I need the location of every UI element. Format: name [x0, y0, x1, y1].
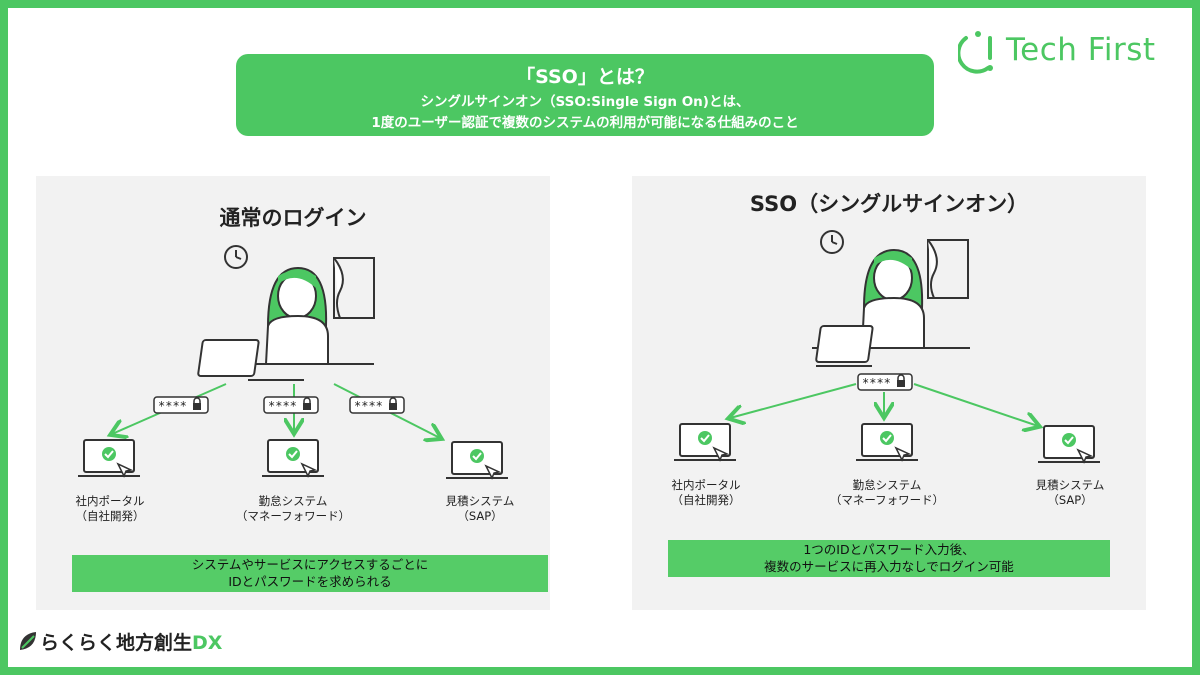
- svg-text:****: ****: [862, 376, 891, 390]
- window-icon: [333, 257, 375, 319]
- svg-text:****: ****: [158, 399, 187, 413]
- password-chip: ****: [857, 373, 913, 391]
- normal-login-note: システムやサービスにアクセスするごとに IDとパスワードを求められる: [72, 555, 548, 592]
- normal-login-title: 通常のログイン: [219, 206, 367, 230]
- svg-text:****: ****: [268, 399, 297, 413]
- tech-first-logo: Tech First: [956, 28, 1178, 76]
- clock-icon: [820, 230, 844, 254]
- leaf-icon: [20, 632, 36, 650]
- node-estimate-label: 見積システム（SAP）: [445, 494, 515, 523]
- system-laptop-icon: [674, 423, 736, 462]
- rakuraku-logo: らくらく地方創生DX: [18, 626, 258, 656]
- system-laptop-icon: [1038, 425, 1100, 464]
- node-portal-label: 社内ポータル（自社開発）: [671, 478, 741, 507]
- laptop-icon: [197, 339, 304, 381]
- node-estimate-label: 見積システム（SAP）: [1035, 478, 1105, 507]
- system-laptop-icon: [446, 441, 508, 480]
- banner-title: 「SSO」とは？: [516, 66, 654, 88]
- node-attendance-label: 勤怠システム（マネーフォワード）: [235, 494, 351, 523]
- password-chip: ****: [349, 396, 405, 414]
- clock-icon: [224, 245, 248, 269]
- banner-line-2: 1度のユーザー認証で複数のシステムの利用が可能になる仕組みのこと: [371, 115, 799, 131]
- password-chip: ****: [153, 396, 209, 414]
- normal-login-panel: 通常のログイン: [36, 176, 550, 610]
- system-laptop-icon: [856, 423, 918, 462]
- sso-panel: SSO（シングルサインオン） ***: [632, 176, 1146, 610]
- brand-name: Tech First: [1006, 32, 1156, 68]
- laptop-icon: [815, 325, 874, 367]
- node-portal-label: 社内ポータル（自社開発）: [75, 494, 145, 523]
- sso-note: 1つのIDとパスワード入力後、 複数のサービスに再入力なしでログイン可能: [668, 540, 1110, 577]
- system-laptop-icon: [78, 439, 140, 478]
- node-attendance-label: 勤怠システム（マネーフォワード）: [829, 478, 945, 507]
- logo-suffix: DX: [192, 632, 223, 654]
- system-laptop-icon: [262, 439, 324, 478]
- woman-user-icon: [860, 248, 925, 349]
- logo-text: らくらく地方創生: [40, 632, 193, 654]
- svg-text:****: ****: [354, 399, 383, 413]
- sso-title: SSO（シングルサインオン）: [749, 192, 1029, 216]
- woman-user-icon: [264, 266, 329, 365]
- password-chip: ****: [263, 396, 319, 414]
- window-icon: [927, 239, 969, 299]
- tech-first-mark-icon: [956, 31, 993, 74]
- normal-login-illustration: **** **** ****: [78, 245, 508, 480]
- sso-illustration: ****: [674, 230, 1100, 464]
- definition-banner: 「SSO」とは？ シングルサインオン（SSO:Single Sign On)とは…: [236, 54, 934, 136]
- banner-line-1: シングルサインオン（SSO:Single Sign On)とは、: [420, 94, 750, 110]
